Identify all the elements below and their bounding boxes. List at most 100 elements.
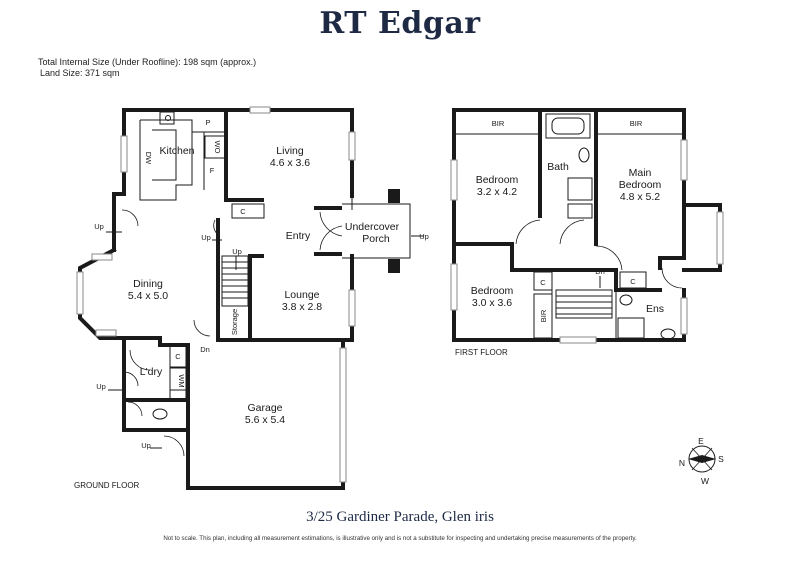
window (680, 139, 688, 181)
door-swing (319, 225, 343, 251)
bath-shower (567, 177, 593, 201)
fridge-label: F (210, 166, 215, 175)
wall (216, 218, 252, 342)
bedroom2-label: Bedroom (471, 285, 514, 297)
porch-pillar (388, 259, 400, 273)
first-floor-title: FIRST FLOOR (455, 348, 508, 357)
bedroom1-dimensions: 3.2 x 4.2 (477, 186, 517, 198)
storage-label: Storage (230, 309, 239, 335)
wall-oven-label: WO (213, 141, 222, 154)
disclaimer-text: Not to scale. This plan, including all m… (163, 535, 637, 542)
entry-label: Entry (286, 230, 311, 242)
ff-down-label: Dn (595, 267, 605, 276)
garage-dimensions: 5.6 x 5.4 (245, 414, 285, 426)
window (559, 336, 597, 344)
internal-size-text: Total Internal Size (Under Roofline): 19… (38, 57, 257, 67)
lounge-label: Lounge (284, 289, 319, 301)
kitchen-bench (139, 119, 193, 201)
porch-outline (342, 203, 411, 259)
window (76, 271, 84, 315)
porch-up-label: Up (419, 232, 429, 241)
compass-west: W (701, 476, 709, 486)
compass-south: S (718, 454, 724, 464)
pantry-label: P (205, 118, 210, 127)
main-bedroom-dimensions: 4.8 x 5.2 (620, 191, 660, 203)
dishwasher-label: DW (144, 152, 153, 165)
ens-toilet (660, 328, 676, 340)
bath-toilet (578, 147, 590, 163)
ens-shower (617, 317, 645, 339)
bir-lower-label: BIR (539, 309, 548, 322)
ground-floor-plan: Kitchen P WO DW F Living 4.6 x 3.6 C Ent… (74, 106, 429, 490)
door-swing (193, 319, 211, 337)
ens-cupboard-box (619, 271, 647, 289)
ff-bir-box (533, 293, 553, 339)
washing-machine-label: WM (177, 374, 186, 387)
door-swing (213, 219, 221, 237)
living-dimensions: 4.6 x 3.6 (270, 157, 310, 169)
cooktop-burner (165, 115, 171, 121)
bathtub (545, 113, 591, 139)
kitchen-label: Kitchen (159, 145, 194, 157)
door-swing (121, 209, 139, 227)
main-bedroom-label-line1: Main (629, 167, 652, 179)
ens-cupboard-label: C (630, 277, 636, 286)
door-swing (595, 245, 623, 271)
toilet (152, 408, 168, 420)
garage-door (339, 347, 347, 483)
wall (122, 108, 354, 198)
compass-north: N (679, 458, 685, 468)
laundry-cupboard-box (169, 344, 187, 368)
ens-basin (619, 294, 633, 306)
door-swing (123, 371, 139, 387)
wall (682, 203, 722, 272)
door-swing (163, 435, 185, 457)
compass-icon: E N S W (679, 436, 724, 486)
bedroom2-dimensions: 3.0 x 3.6 (472, 297, 512, 309)
window (120, 135, 128, 173)
door-swing (129, 349, 151, 371)
wall (78, 247, 126, 340)
laundry-up-label: Up (96, 382, 106, 391)
wall (122, 336, 190, 432)
laundry-label: L'dry (140, 366, 163, 378)
bedroom1-label: Bedroom (476, 174, 519, 186)
compass-east: E (698, 436, 704, 446)
stair-up-label: Up (232, 247, 242, 256)
main-bedroom-label-line2: Bedroom (619, 179, 662, 191)
window (348, 289, 356, 327)
garage-label: Garage (247, 402, 282, 414)
entry-up-label: Up (201, 233, 211, 242)
ff-stair-treads (556, 295, 612, 315)
dining-up-label: Up (94, 222, 104, 231)
entry-cupboard-label: C (240, 207, 246, 216)
wall (112, 192, 126, 252)
sink (159, 111, 175, 125)
dining-dimensions: 5.4 x 5.0 (128, 290, 168, 302)
window (91, 253, 113, 261)
porch-label-line1: Undercover (345, 221, 400, 233)
door-swing (661, 267, 683, 289)
bathtub-inner (551, 117, 585, 135)
porch-pillar (388, 189, 400, 203)
living-label: Living (276, 145, 304, 157)
ensuite-label: Ens (646, 303, 664, 315)
ground-floor-title: GROUND FLOOR (74, 481, 140, 490)
property-address: 3/25 Gardiner Parade, Glen iris (306, 509, 494, 525)
porch-label-line2: Porch (362, 233, 390, 245)
bath-vanity (567, 203, 593, 219)
lounge-dimensions: 3.8 x 2.8 (282, 301, 322, 313)
entry-cupboard-box (231, 203, 265, 219)
bir-left-label: BIR (492, 119, 505, 128)
window (680, 297, 688, 335)
stair-treads (222, 261, 248, 299)
window (716, 211, 724, 265)
window (249, 106, 271, 114)
bir-right-label: BIR (630, 119, 643, 128)
window (450, 159, 458, 201)
ff-cupboard-box (533, 271, 553, 291)
ff-stairs (555, 289, 613, 319)
first-floor-plan: BIR BIR Bedroom 3.2 x 4.2 Bath Main Bedr… (450, 108, 724, 357)
door-swing (559, 219, 585, 245)
